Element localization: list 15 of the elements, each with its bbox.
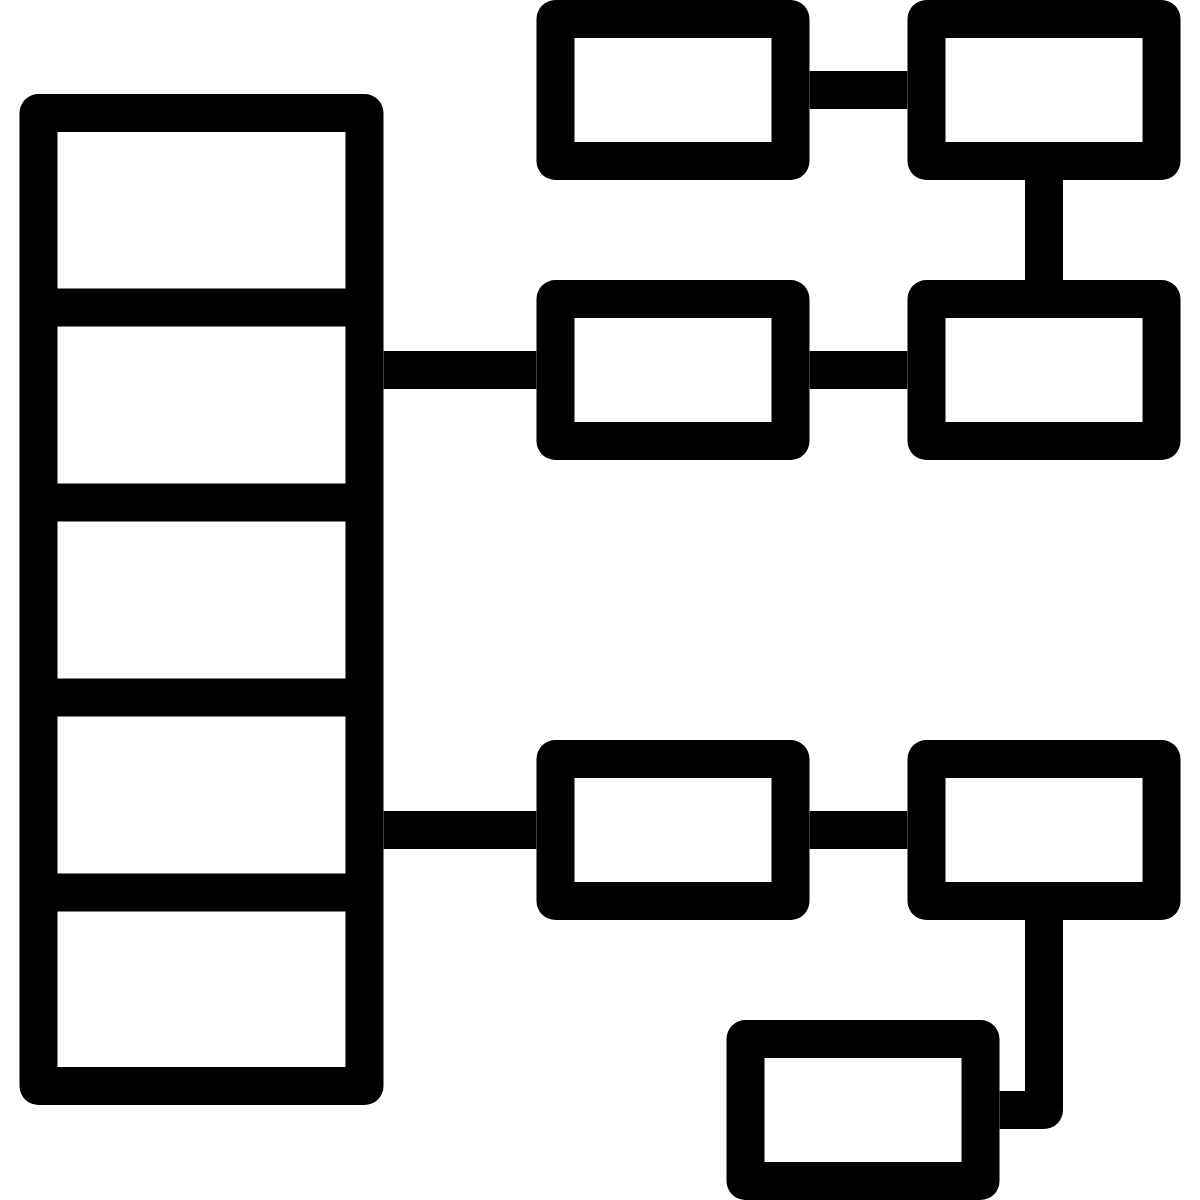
connector-line — [1025, 180, 1063, 280]
box — [536, 280, 810, 460]
box — [907, 280, 1181, 460]
connector-line — [809, 351, 908, 389]
connector-line — [383, 811, 537, 849]
box — [726, 1020, 1000, 1200]
box — [536, 740, 810, 920]
box — [536, 0, 810, 180]
connector-line — [809, 811, 908, 849]
box — [907, 0, 1181, 180]
column-box — [19, 94, 384, 1105]
connector-line — [809, 71, 908, 109]
box — [907, 740, 1181, 920]
connector-line — [383, 351, 537, 389]
connector-line — [999, 920, 1063, 1129]
